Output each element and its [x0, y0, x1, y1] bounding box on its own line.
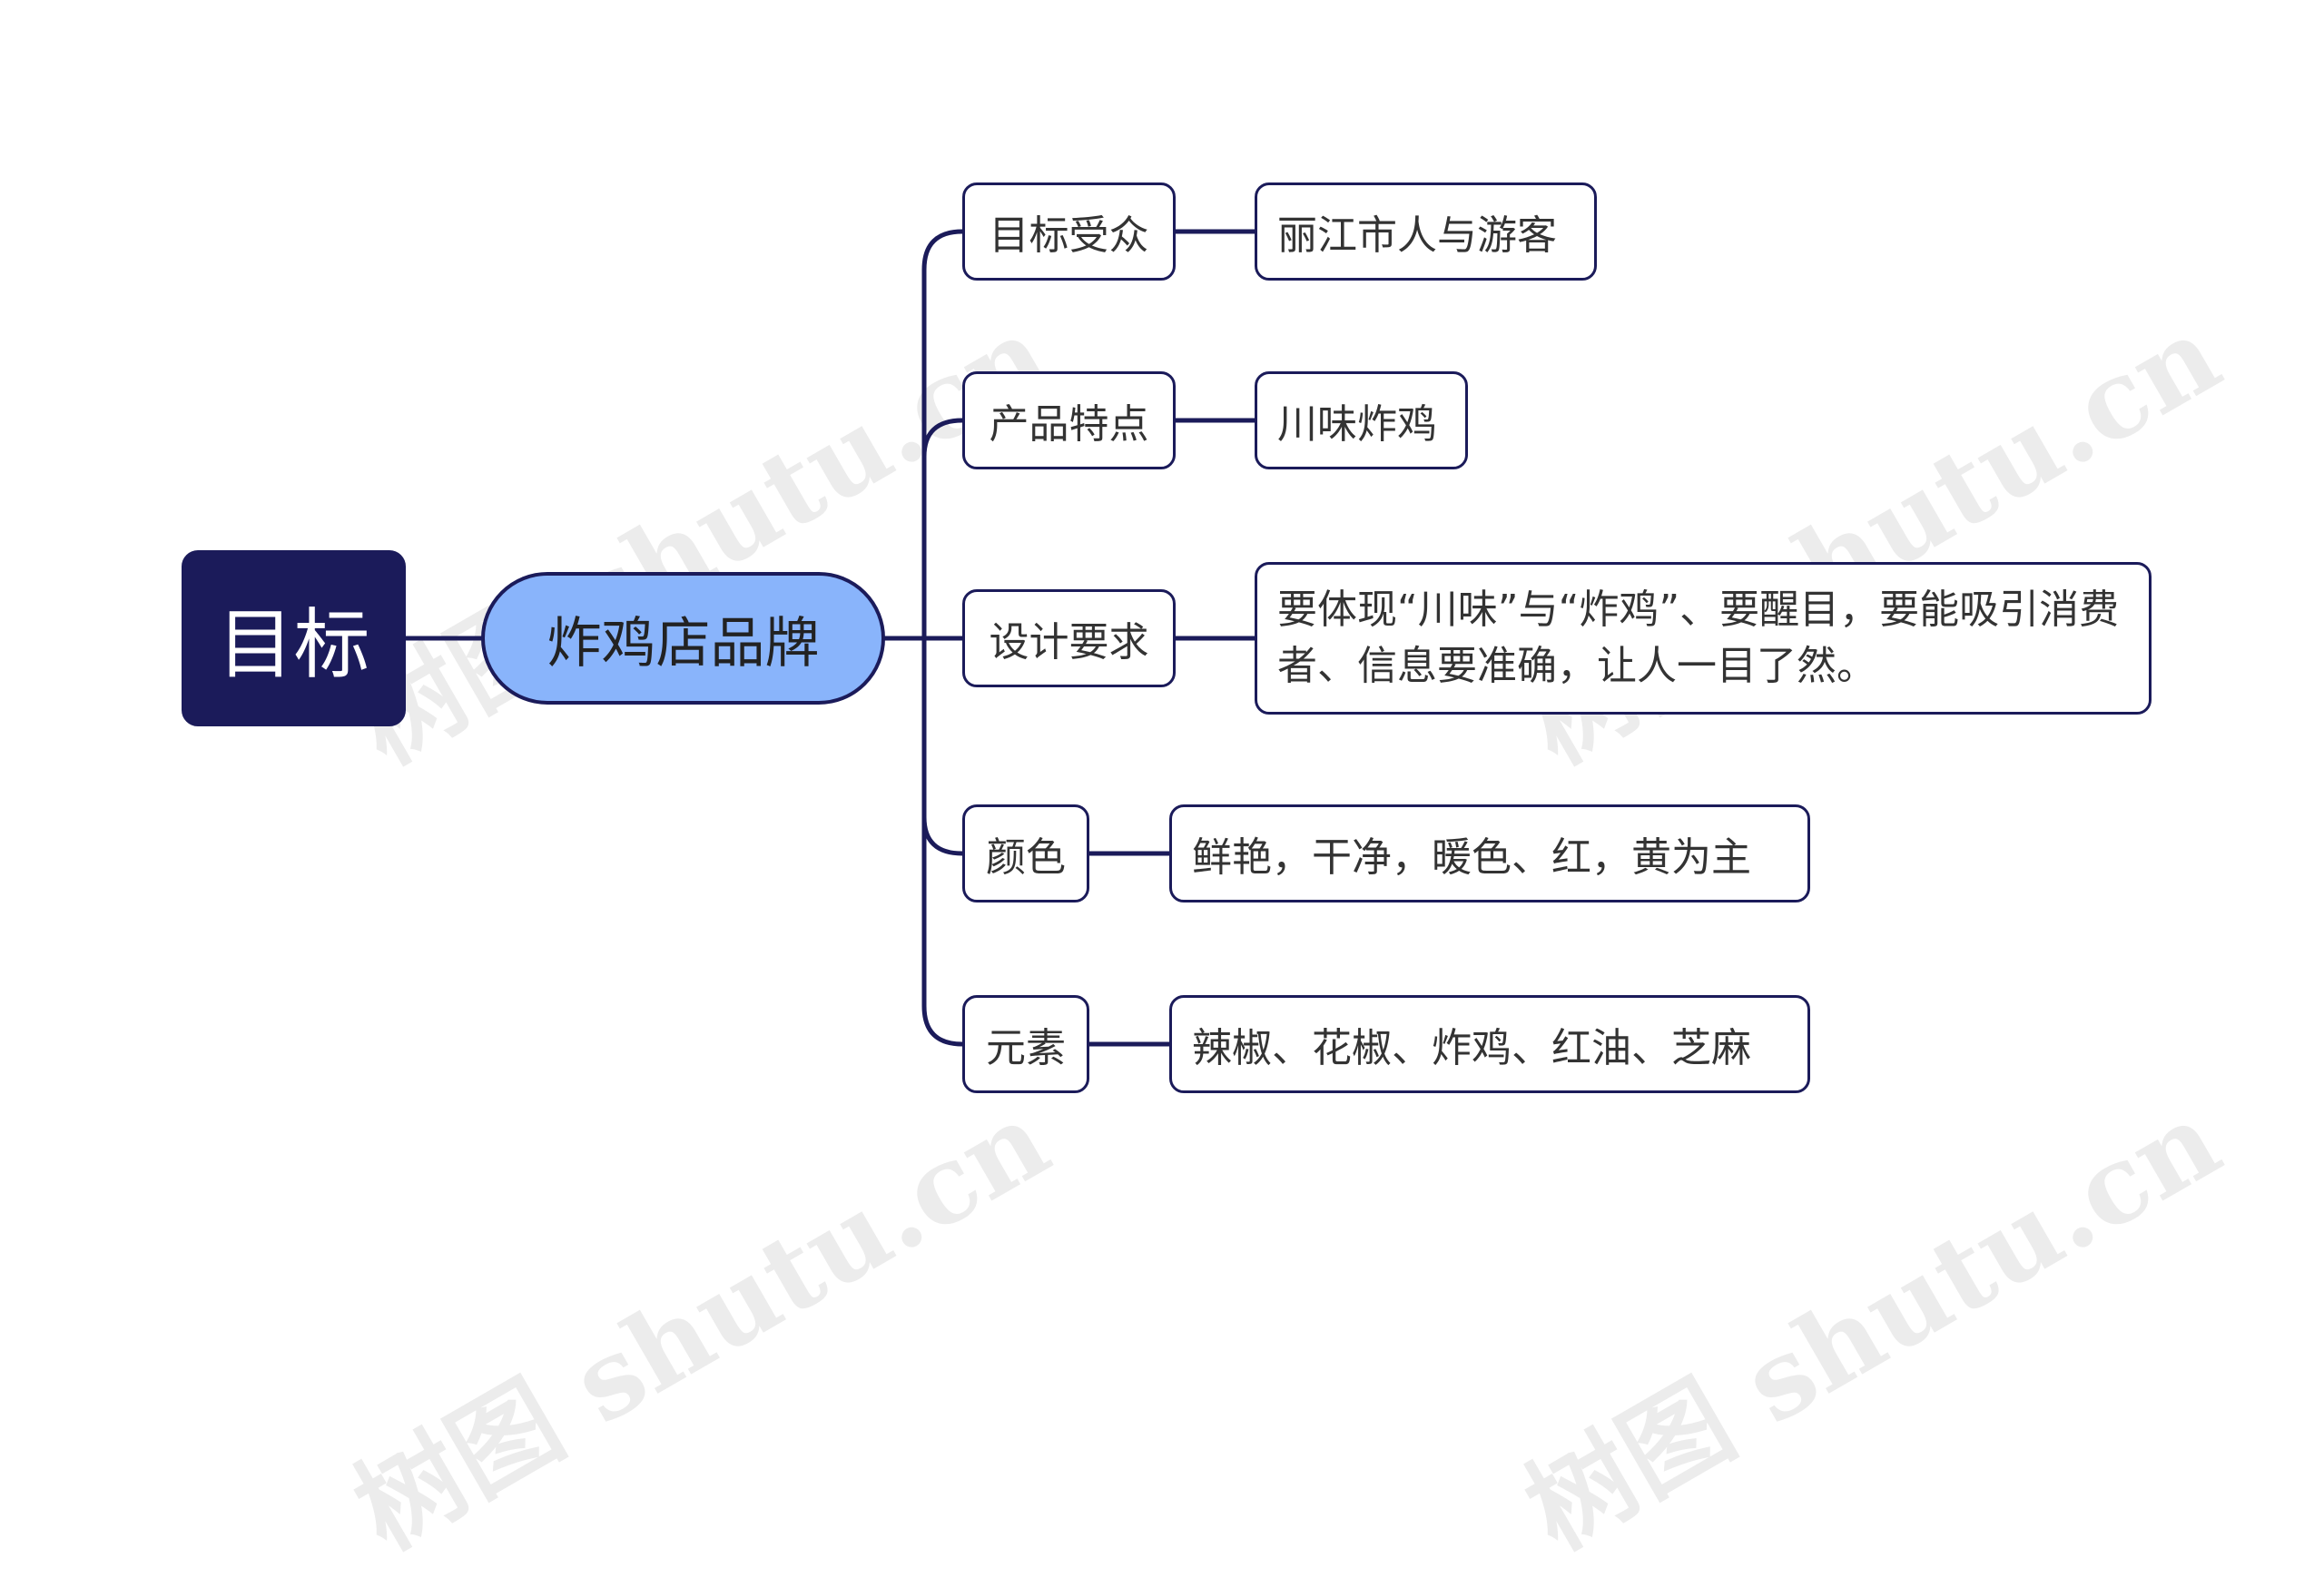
detail-node-elements[interactable]: 辣椒、花椒、炸鸡、红油、芝麻 [1169, 995, 1810, 1093]
root-node[interactable]: 目标 [182, 550, 406, 726]
branch-label: 产品特点 [989, 401, 1149, 448]
detail-label: 鲜艳，干净，暖色、红，黄为主 [1192, 834, 1751, 881]
branch-label: 目标受众 [989, 212, 1149, 259]
branch-node-design[interactable]: 设计要求 [962, 589, 1176, 687]
connector-branch-3 [921, 814, 965, 856]
main-topic-node[interactable]: 炸鸡店品牌 [481, 572, 885, 705]
branch-node-audience[interactable]: 目标受众 [962, 182, 1176, 281]
detail-label: 丽江市人与游客 [1277, 212, 1557, 259]
detail-node-audience[interactable]: 丽江市人与游客 [1255, 182, 1597, 281]
branch-node-color[interactable]: 颜色 [962, 804, 1089, 902]
main-topic-label: 炸鸡店品牌 [547, 611, 820, 676]
root-label: 目标 [217, 599, 370, 689]
mind-map-canvas: 树图 shutu.cn 树图 shutu.cn 树图 shutu.cn 树图 s… [182, 182, 2240, 1573]
branch-label: 设计要求 [989, 619, 1149, 666]
connector-branch-1 [921, 418, 965, 459]
branch-label: 颜色 [986, 834, 1066, 881]
detail-node-product[interactable]: 川味炸鸡 [1255, 371, 1468, 469]
branch-label: 元素 [986, 1025, 1066, 1071]
branch-node-product[interactable]: 产品特点 [962, 371, 1176, 469]
detail-node-design[interactable]: 要体现“川味”与“炸鸡”、要醒目，要能吸引消费者、信息要准确，让人一目了然。 [1255, 562, 2152, 715]
detail-label: 川味炸鸡 [1277, 401, 1437, 448]
detail-label: 要体现“川味”与“炸鸡”、要醒目，要能吸引消费者、信息要准确，让人一目了然。 [1277, 587, 2120, 689]
detail-label: 辣椒、花椒、炸鸡、红油、芝麻 [1192, 1025, 1751, 1071]
detail-node-color[interactable]: 鲜艳，干净，暖色、红，黄为主 [1169, 804, 1810, 902]
connector-lines [403, 229, 1257, 1047]
branch-node-elements[interactable]: 元素 [962, 995, 1089, 1093]
